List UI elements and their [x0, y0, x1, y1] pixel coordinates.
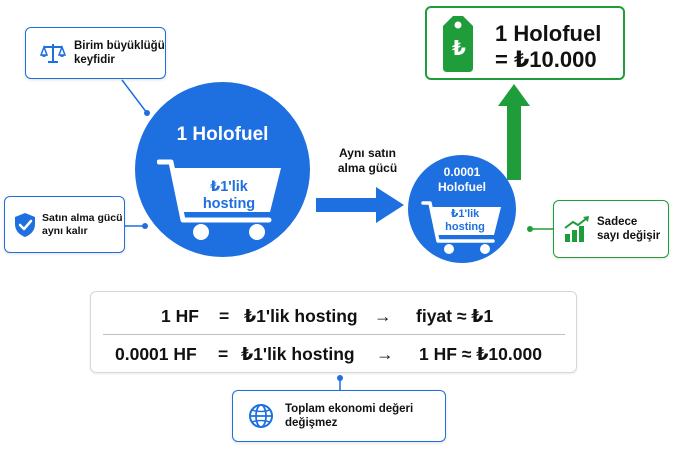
- equation-1-result: fiyat ≈ ₺1: [416, 306, 494, 326]
- big-shopping-cart-icon: [157, 159, 281, 240]
- callout-unit-size-line1: Birim büyüklüğü: [74, 40, 165, 52]
- small-holofuel-circle: 0.0001 Holofuel ₺1'lik hosting: [408, 155, 516, 263]
- callout-purchasing-power-text: Satın alma gücü aynı kalır: [42, 212, 123, 238]
- small-circle-title-line1: 0.0001: [443, 165, 481, 179]
- price-tag-line1: 1 Holofuel: [495, 21, 602, 46]
- small-cart-label: ₺1'lik hosting: [432, 208, 498, 234]
- arrow-label-line2: alma gücü: [337, 161, 398, 175]
- green-up-arrow: [498, 84, 530, 180]
- big-circle-title: 1 Holofuel: [176, 124, 269, 145]
- equation-2-rhs: ₺1'lik hosting: [241, 344, 355, 364]
- scale-icon: [39, 44, 67, 63]
- big-cart-line1: ₺1'lik: [210, 179, 248, 195]
- globe-icon: [249, 404, 273, 428]
- big-holofuel-circle: 1 Holofuel ₺1'lik hosting: [135, 82, 310, 257]
- price-tag-icon: [443, 16, 473, 72]
- equation-1-lhs: 1 HF: [161, 306, 199, 326]
- callout-only-number-line1: Sadece: [597, 216, 638, 228]
- big-cart-line2: hosting: [202, 196, 256, 212]
- small-circle-title-line2: Holofuel: [438, 180, 486, 194]
- equation-divider: [103, 334, 565, 335]
- equation-2-lhs: 0.0001 HF: [115, 344, 197, 364]
- shield-check-icon: [15, 212, 35, 237]
- callout-purchasing-power-line1: Satın alma gücü: [42, 211, 123, 224]
- equation-1-arrow: →: [374, 306, 392, 326]
- small-circle-title: 0.0001 Holofuel: [408, 165, 516, 195]
- big-cart-label: ₺1'lik hosting: [181, 179, 277, 213]
- callout-unit-size-line2: keyfidir: [74, 54, 115, 66]
- small-cart-line2: hosting: [445, 221, 485, 233]
- callout-purchasing-power-line2: aynı kalır: [42, 224, 88, 237]
- callout-only-number-line2: sayı değişir: [597, 230, 661, 242]
- callout-purchasing-power: Satın alma gücü aynı kalır: [4, 196, 125, 253]
- small-cart-line1: ₺1'lik: [450, 208, 480, 220]
- callout-total-economy-line2: değişmez: [285, 417, 338, 429]
- equation-2-result: 1 HF ≈ ₺10.000: [419, 344, 542, 364]
- arrow-label: Aynı satın alma gücü: [330, 146, 405, 176]
- callout-total-economy: Toplam ekonomi değeri değişmez: [232, 390, 446, 442]
- price-tag-box: ₺ 1 Holofuel = ₺10.000: [425, 6, 625, 80]
- bar-chart-up-icon: [564, 216, 589, 242]
- callout-unit-size-text: Birim büyüklüğü keyfidir: [74, 39, 165, 67]
- equation-1-rhs: ₺1'lik hosting: [244, 306, 358, 326]
- right-arrow: [316, 187, 404, 223]
- callout-total-economy-line1: Toplam ekonomi değeri: [285, 403, 414, 415]
- equation-2-arrow: →: [376, 344, 394, 364]
- lira-symbol: ₺: [452, 38, 466, 60]
- small-shopping-cart-icon: [421, 201, 501, 254]
- arrow-label-line1: Aynı satın: [339, 146, 396, 160]
- equation-2-equals: =: [218, 344, 229, 364]
- equation-1-equals: =: [219, 306, 230, 326]
- callout-only-number: Sadece sayı değişir: [553, 200, 669, 258]
- callout-unit-size: Birim büyüklüğü keyfidir: [25, 27, 166, 79]
- callout-total-economy-text: Toplam ekonomi değeri değişmez: [285, 402, 413, 430]
- callout-only-number-text: Sadece sayı değişir: [597, 215, 660, 243]
- price-tag-line2: = ₺10.000: [495, 47, 597, 72]
- equation-box: 1 HF = ₺1'lik hosting → fiyat ≈ ₺1 0.000…: [90, 291, 577, 373]
